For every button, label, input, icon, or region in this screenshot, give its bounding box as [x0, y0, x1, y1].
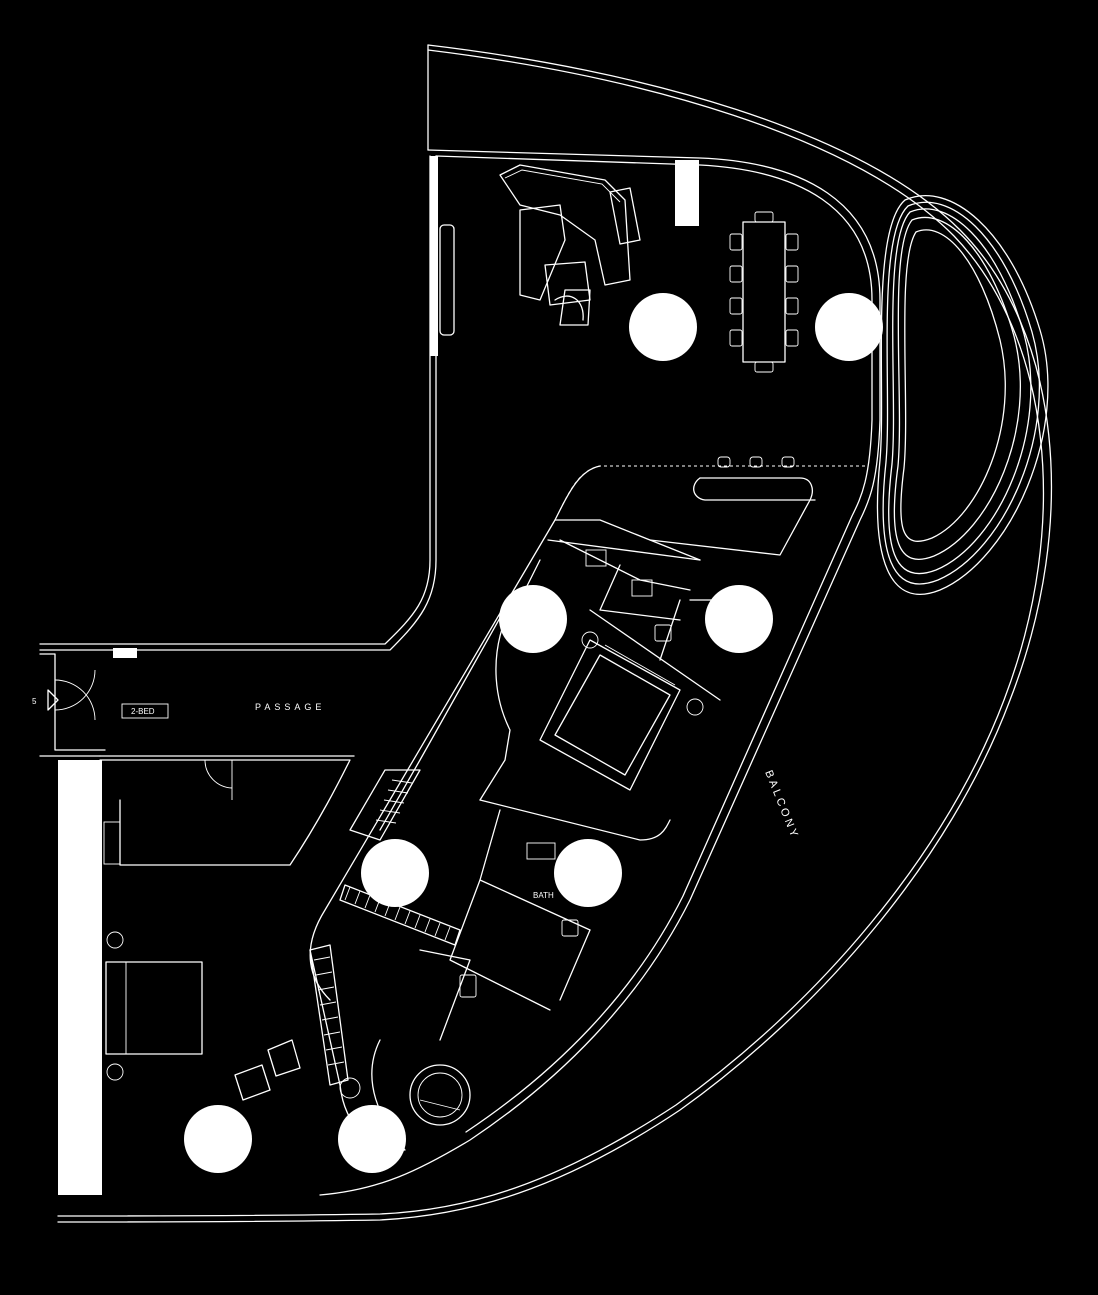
suite-walls	[309, 465, 731, 1041]
marker	[499, 585, 567, 653]
stair-core	[309, 949, 471, 1151]
unit-tag: 2-BED	[131, 707, 155, 716]
dining-table	[729, 211, 799, 373]
door-jamb	[113, 648, 137, 658]
entry	[39, 653, 169, 751]
marker	[554, 839, 622, 907]
marker	[338, 1105, 406, 1173]
stair-number: 5	[32, 697, 37, 706]
bath-label: BATH	[533, 891, 554, 900]
kitchen	[559, 456, 865, 556]
window-wall	[58, 760, 102, 1195]
wardrobes	[309, 769, 461, 1086]
marker	[815, 293, 883, 361]
markers	[184, 293, 883, 1173]
bedroom-2	[58, 755, 355, 1195]
column	[675, 160, 699, 226]
marker	[629, 293, 697, 361]
passage-label: PASSAGE	[255, 702, 325, 712]
planter-ellipse	[876, 195, 1049, 595]
marker	[184, 1105, 252, 1173]
master-bed	[539, 631, 704, 791]
marker	[705, 585, 773, 653]
living-walls	[39, 149, 881, 1196]
balcony-label: BALCONY	[762, 769, 801, 842]
marker	[361, 839, 429, 907]
outer-envelope	[57, 44, 1053, 1223]
tv-unit	[439, 224, 455, 336]
sofa-set	[439, 164, 641, 336]
window-strip	[430, 156, 438, 356]
